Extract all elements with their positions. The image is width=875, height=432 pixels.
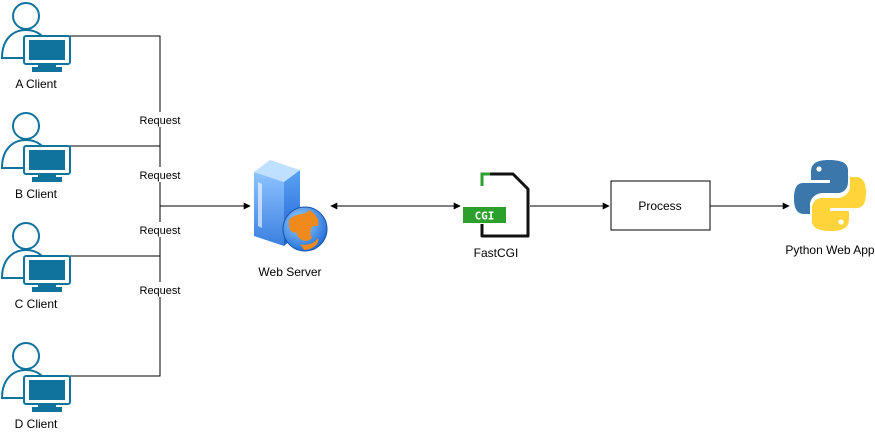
client-c[interactable]: C Client bbox=[0, 222, 71, 311]
process-label: Process bbox=[638, 199, 681, 213]
client-a[interactable]: A Client bbox=[0, 2, 71, 91]
web-server[interactable]: Web Server bbox=[254, 160, 328, 279]
client-b[interactable]: B Client bbox=[0, 112, 71, 201]
python-web-app[interactable]: Python Web App bbox=[785, 160, 875, 257]
connector-a-client bbox=[70, 35, 161, 206]
fastcgi-label: FastCGI bbox=[474, 246, 519, 260]
user-computer-icon bbox=[0, 112, 71, 182]
user-computer-icon bbox=[0, 2, 71, 72]
request-label-b: Request bbox=[140, 170, 181, 182]
web-server-label: Web Server bbox=[258, 265, 321, 279]
connector-d-client bbox=[70, 206, 161, 377]
client-label: C Client bbox=[15, 297, 58, 311]
request-label-a: Request bbox=[140, 115, 181, 127]
user-computer-icon bbox=[0, 342, 71, 412]
request-label-c: Request bbox=[140, 225, 181, 237]
request-labels: Request Request Request Request bbox=[138, 112, 183, 297]
fastcgi[interactable]: CGI FastCGI bbox=[463, 172, 530, 260]
cgi-badge-text: CGI bbox=[475, 210, 495, 223]
client-label: D Client bbox=[15, 417, 58, 431]
user-computer-icon bbox=[0, 222, 71, 292]
client-label: B Client bbox=[15, 187, 58, 201]
python-web-app-label: Python Web App bbox=[785, 243, 875, 257]
request-label-d: Request bbox=[140, 285, 181, 297]
process-box[interactable]: Process bbox=[610, 180, 711, 231]
web-server-icon bbox=[254, 160, 328, 252]
cgi-file-icon: CGI bbox=[463, 172, 530, 238]
client-label: A Client bbox=[15, 77, 57, 91]
client-connectors bbox=[70, 35, 251, 377]
client-d[interactable]: D Client bbox=[0, 342, 71, 431]
python-logo-icon bbox=[794, 160, 866, 231]
